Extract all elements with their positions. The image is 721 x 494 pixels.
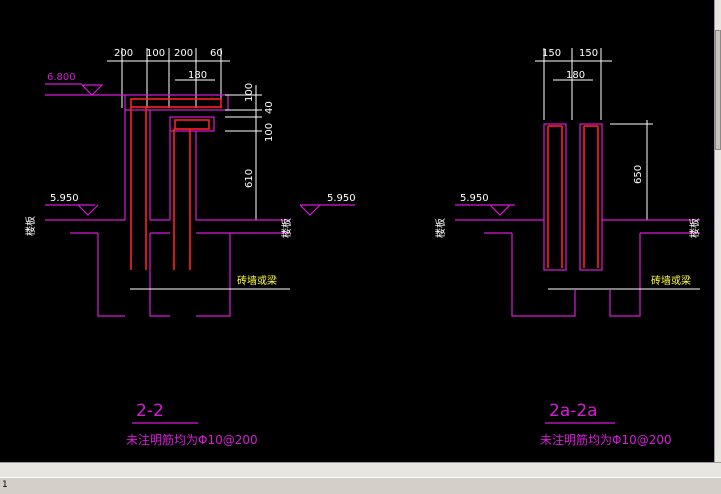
dim-v-610: 610 [244, 169, 255, 188]
status-coord: 1 [2, 480, 8, 490]
note-left: 未注明筋均为Φ10@200 [126, 432, 258, 447]
horizontal-scrollbar[interactable] [0, 462, 721, 477]
section-2a-2a: 150 150 180 650 5.950 楼板 楼板 砖墙或梁 2a-2a [434, 48, 701, 447]
cad-drawing: 200 100 200 60 180 6.800 100 40 [24, 48, 701, 447]
status-bar: 1 [0, 477, 721, 494]
dim-180-r: 180 [566, 70, 585, 81]
dim-150-a: 150 [542, 48, 561, 59]
dim-180: 180 [188, 70, 207, 81]
level-5950-left: 5.950 [50, 193, 79, 204]
dim-100: 100 [146, 48, 165, 59]
level-6800: 6.800 [47, 72, 76, 83]
side-label-left-r: 楼板 [434, 218, 447, 238]
scroll-thumb[interactable] [715, 30, 721, 150]
dim-v-650: 650 [633, 165, 644, 184]
dim-60: 60 [210, 48, 223, 59]
side-label-left: 楼板 [24, 216, 37, 236]
dim-v-40: 40 [264, 101, 275, 114]
beam-label-r: 砖墙或梁 [651, 274, 691, 287]
vertical-scrollbar[interactable] [714, 0, 721, 462]
note-right: 未注明筋均为Φ10@200 [540, 432, 672, 447]
level-5950-r: 5.950 [460, 193, 489, 204]
level-5950-right: 5.950 [327, 193, 356, 204]
drawing-canvas[interactable]: 200 100 200 60 180 6.800 100 40 [0, 0, 714, 462]
section-title-2-2: 2-2 [136, 401, 164, 421]
dim-v-100a: 100 [244, 83, 255, 102]
side-label-right-r: 楼板 [688, 218, 701, 238]
section-2-2: 200 100 200 60 180 6.800 100 40 [24, 48, 356, 447]
dim-v-100b: 100 [264, 123, 275, 142]
dim-150-b: 150 [579, 48, 598, 59]
beam-label: 砖墙或梁 [237, 274, 277, 287]
dim-200-b: 200 [174, 48, 193, 59]
side-label-right: 楼板 [280, 218, 293, 238]
dim-200-a: 200 [114, 48, 133, 59]
section-title-2a-2a: 2a-2a [549, 401, 598, 421]
